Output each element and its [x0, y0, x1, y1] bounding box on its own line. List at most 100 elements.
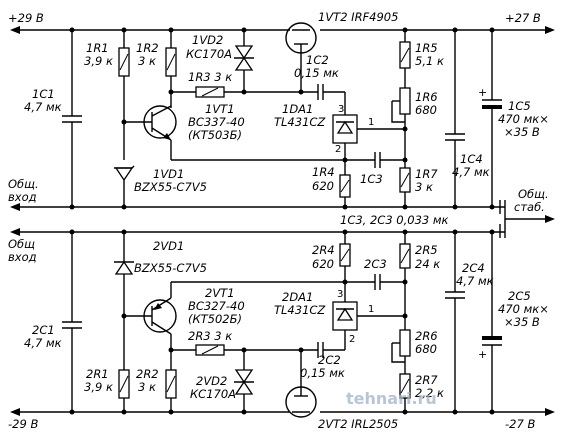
label-2vd1-val: BZX55-C7V5 [134, 261, 207, 275]
label-1r4-val: 620 [312, 179, 334, 193]
label-1c4-val: 4,7 мк [452, 165, 490, 179]
junction-dot [241, 27, 247, 33]
pin-label-3: 3 [337, 289, 343, 300]
resistor-slash [400, 172, 410, 188]
common-input-arrow-upper [10, 203, 20, 211]
zener-1vd2-b [234, 56, 254, 71]
resistor-slash [201, 87, 219, 97]
label-1vd2-ref: 1VD2 [192, 33, 223, 47]
resistor-slash [119, 375, 129, 393]
label-1r7-val: 3 к [415, 180, 433, 194]
r6-wiper-link [391, 101, 405, 123]
junction-dot [402, 313, 408, 319]
junction-dot [241, 409, 247, 415]
trimmer-2r6 [399, 329, 411, 357]
label-2c4-ref: 2С4 [462, 261, 485, 275]
zener-2vd2-b [234, 380, 254, 395]
shared-cap-label: 1С3, 2С3 0,033 мк [340, 213, 449, 227]
label-2c2-ref: 2С2 [318, 353, 341, 367]
pin-label-1: 1 [368, 117, 374, 128]
junction-dot [342, 204, 348, 210]
junction-dot [342, 229, 348, 235]
label-2r6-val: 680 [415, 342, 437, 356]
resistor-slash [400, 248, 410, 264]
label-1c4-ref: 1С4 [460, 152, 483, 166]
label-1vd1-val: BZX55-C7V5 [134, 180, 207, 194]
trimmer-1r6 [399, 87, 411, 115]
label-1r6-ref: 1R6 [415, 90, 438, 104]
label-2r4-ref: 2R4 [312, 243, 335, 257]
bottom-left-terminal-arrow [10, 408, 20, 416]
junction-dot [489, 229, 495, 235]
label-1c5-val: 470 мк× [498, 112, 549, 126]
c5-plus: + [478, 86, 487, 99]
label-1c5-ref: 1С5 [508, 99, 531, 113]
junction-dot [168, 27, 174, 33]
junction-dot [452, 229, 458, 235]
resistor-slash [166, 53, 176, 71]
label-1r5-val: 5,1 к [415, 54, 444, 68]
label-2r1-val: 3,9 к [84, 380, 113, 394]
label-1r2-ref: 1R2 [136, 41, 159, 55]
label-2r2-ref: 2R2 [136, 367, 159, 381]
vt1-emitter-arrow [163, 133, 171, 140]
common-input-arrow-lower [10, 228, 20, 236]
label-1da1-ref: 1DA1 [282, 102, 313, 116]
junction-dot [452, 409, 458, 415]
junction-dot [121, 204, 127, 210]
common-input-label-upper-1: Общ. [8, 177, 39, 191]
label-1vt1-alt: (КТ503Б) [188, 128, 242, 142]
pin-label-1: 1 [368, 304, 374, 315]
resistor-slash [340, 248, 350, 262]
rail-label-top-left: +29 В [8, 11, 44, 25]
label-2c1-ref: 2С1 [32, 323, 55, 337]
label-2da1-ref: 2DA1 [282, 290, 313, 304]
junction-dot [121, 229, 127, 235]
label-1c1-ref: 1С1 [32, 87, 55, 101]
resistor-slash [166, 375, 176, 393]
junction-dot [489, 204, 495, 210]
pin-label-3: 3 [338, 104, 344, 115]
r6-wiper-link [391, 343, 405, 363]
label-2c5-val2: ×35 В [504, 315, 540, 329]
upper-stabilizer: + [62, 22, 502, 210]
junction-dot [69, 409, 75, 415]
common-stab-label-2: стаб. [514, 200, 545, 214]
label-2r4-val: 620 [312, 257, 334, 271]
label-1da1-val: TL431CZ [274, 115, 326, 129]
label-1r4-ref: 1R4 [312, 165, 335, 179]
junction-dot [402, 204, 408, 210]
label-2c1-val: 4,7 мк [24, 336, 62, 350]
label-2r7-ref: 2R7 [415, 373, 438, 387]
vt1-collector [151, 105, 172, 117]
bottom-right-terminal-arrow [545, 408, 555, 416]
rail-label-top-right: +27 В [505, 11, 541, 25]
junction-dot [402, 229, 408, 235]
junction-dot [69, 229, 75, 235]
label-1c3: 1С3 [360, 172, 383, 186]
label-2r5-ref: 2R5 [415, 243, 438, 257]
pin-label-2: 2 [335, 144, 341, 155]
c5-plus: + [478, 348, 487, 361]
label-1r1-val: 3,9 к [84, 54, 113, 68]
label-1r6-val: 680 [415, 103, 437, 117]
resistor-slash [201, 345, 219, 355]
label-2vd2-val: КС170А [190, 387, 236, 401]
label-2r6-ref: 2R6 [415, 329, 438, 343]
label-1vt2: 1VT2 IRF4905 [318, 10, 398, 24]
label-1c2-val: 0,15 мк [294, 66, 339, 80]
common-input-label-upper-2: вход [8, 190, 37, 204]
label-1c2-ref: 1С2 [306, 53, 329, 67]
zener-1vd2-a [234, 45, 254, 60]
junction-dot [452, 204, 458, 210]
lower-stabilizer: + [62, 229, 502, 418]
junction-dot [69, 27, 75, 33]
rails [10, 26, 555, 416]
label-2vt1-val: ВС327-40 [188, 299, 245, 313]
common-stab-label-1: Общ. [518, 187, 549, 201]
label-1r1-ref: 1R1 [86, 41, 109, 55]
zener-2vd1 [114, 260, 134, 275]
label-2vt1-ref: 2VT1 [205, 286, 235, 300]
da1-symbol [336, 307, 354, 321]
